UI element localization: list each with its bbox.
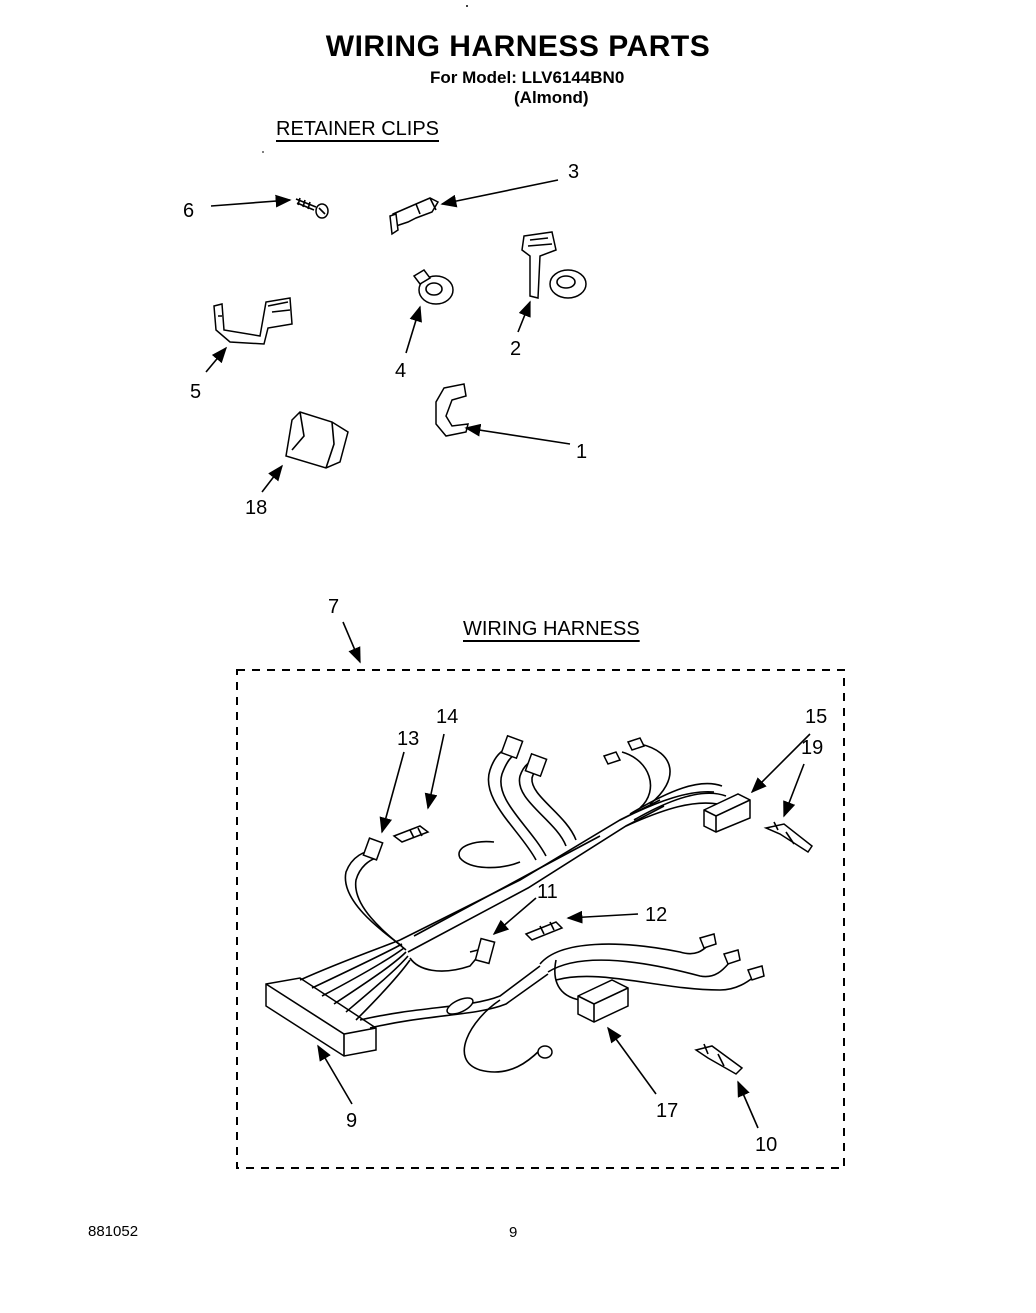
callout-2: 2 [510, 338, 522, 360]
callout-6: 6 [183, 200, 195, 222]
leader-1 [464, 423, 571, 445]
page-number: 9 [509, 1224, 518, 1241]
leader-15 [750, 733, 811, 794]
leader-17 [607, 1026, 657, 1095]
callout-9: 9 [346, 1110, 358, 1132]
part-19-terminal [763, 821, 814, 854]
part-14-terminal [392, 825, 430, 843]
retainer-clips-heading: RETAINER CLIPS [276, 118, 439, 140]
leader-19 [783, 763, 805, 818]
part-6-screw [295, 197, 329, 219]
callout-18: 18 [245, 497, 268, 519]
part-9-connector-block [265, 977, 377, 1057]
callout-3: 3 [568, 161, 580, 183]
part-15-connector [703, 793, 751, 833]
wiring-harness-heading: WIRING HARNESS [463, 618, 640, 640]
part-11-connector [469, 937, 496, 965]
part-5-u-clip [213, 297, 293, 345]
callout-17: 17 [656, 1100, 679, 1122]
callout-15: 15 [805, 706, 828, 728]
callout-4: 4 [395, 360, 407, 382]
callout-10: 10 [755, 1134, 778, 1156]
part-3-clip [389, 197, 440, 236]
harness-dashed-border [236, 669, 845, 1169]
leader-11 [492, 897, 537, 936]
part-17-connector [463, 933, 765, 1073]
part-12-terminal [524, 921, 564, 941]
page-title: WIRING HARNESS PARTS [325, 30, 711, 63]
leader-9 [317, 1044, 353, 1105]
part-1-c-clip [435, 383, 469, 437]
leader-18 [261, 464, 283, 493]
callout-19: 19 [801, 737, 824, 759]
finish-label: (Almond) [514, 88, 589, 107]
leader-3 [440, 179, 559, 208]
leader-12 [566, 910, 639, 924]
model-line: For Model: LLV6144BN0 [430, 68, 625, 87]
part-18-sleeve [285, 411, 349, 469]
callout-13: 13 [397, 728, 420, 750]
part-4-ring-clip [412, 269, 454, 305]
callout-5: 5 [190, 381, 202, 403]
callout-11: 11 [537, 881, 558, 903]
leader-14 [424, 733, 445, 810]
callout-1: 1 [576, 441, 588, 463]
leader-6 [210, 194, 292, 208]
callout-14: 14 [436, 706, 459, 728]
callout-12: 12 [645, 904, 668, 926]
doc-number: 881052 [88, 1223, 139, 1240]
wire-bundle [299, 734, 727, 1029]
leader-5 [205, 346, 228, 373]
leader-7 [342, 621, 361, 664]
leader-13 [379, 751, 405, 834]
leader-4 [405, 305, 422, 354]
part-10-terminal [694, 1043, 744, 1075]
part-2-clip [521, 231, 587, 299]
callout-7: 7 [328, 596, 340, 618]
leader-2 [517, 300, 531, 333]
leader-10 [737, 1080, 759, 1129]
